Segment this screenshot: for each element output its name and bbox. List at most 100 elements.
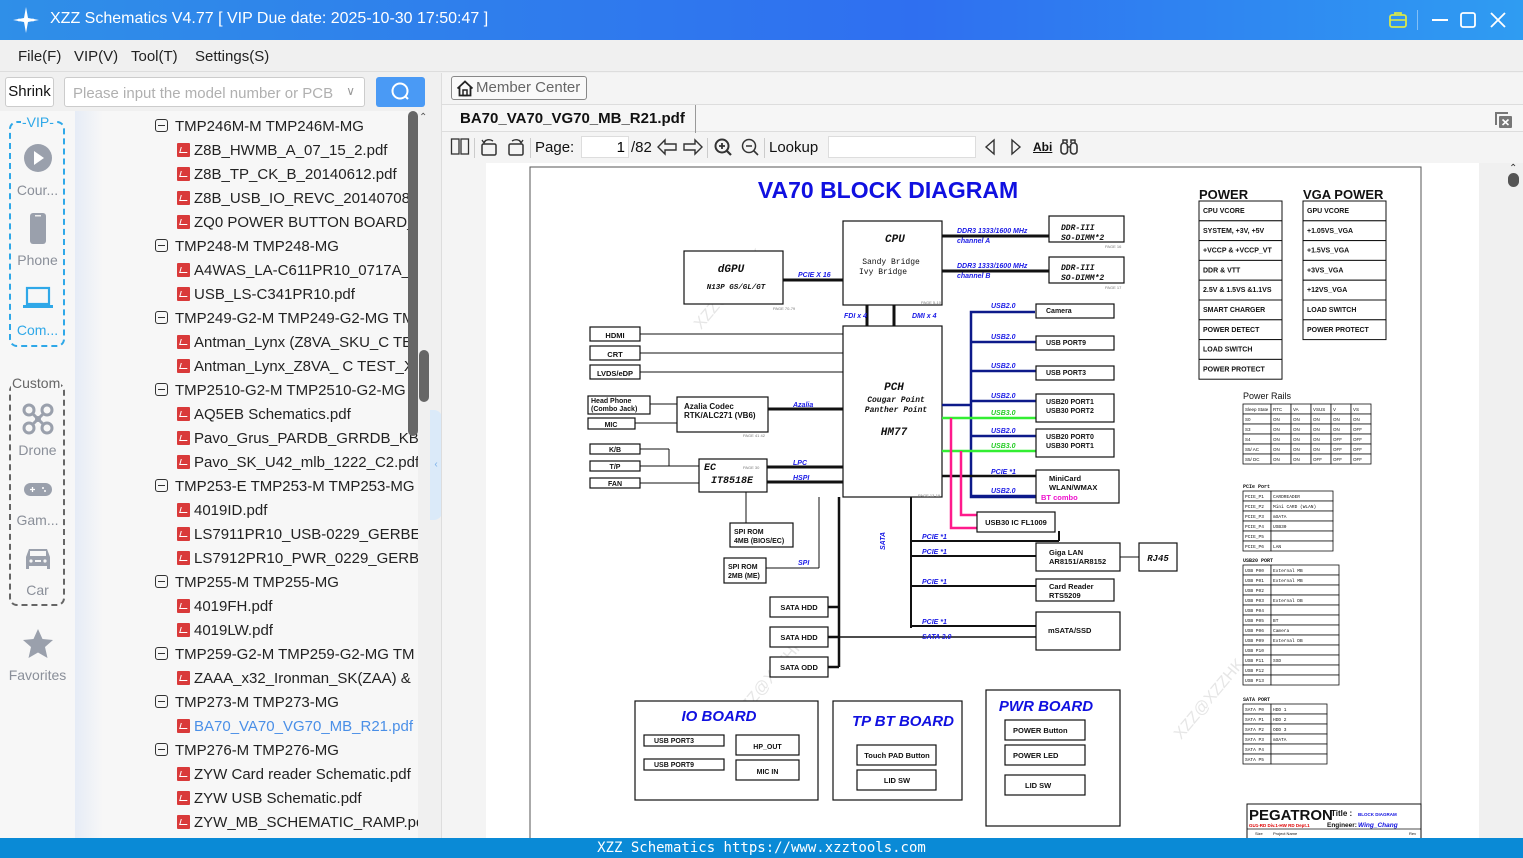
sidebar-item-drone[interactable]: Drone — [0, 403, 75, 458]
tree-file[interactable]: Pavo_SK_U42_mlb_1222_C2.pdf — [177, 451, 418, 475]
collapse-icon[interactable] — [155, 119, 168, 132]
tree-scrollbar-thumb[interactable] — [419, 350, 429, 402]
tree-group[interactable]: TMP246M-M TMP246M-MG — [155, 115, 418, 139]
tree-group[interactable]: TMP255-M TMP255-MG — [155, 571, 418, 595]
pcie-port-cell — [1270, 530, 1334, 542]
dual-page-icon[interactable] — [450, 137, 470, 157]
search-combobox[interactable]: ∨ — [64, 77, 365, 107]
chevron-down-icon[interactable]: ∨ — [346, 84, 355, 98]
binoculars-icon[interactable] — [1059, 137, 1079, 157]
collapse-panel-handle[interactable]: ‹ — [430, 410, 442, 520]
tab-document[interactable]: BA70_VA70_VG70_MB_R21.pdf — [450, 105, 696, 133]
tree-group[interactable]: TMP273-M TMP273-MG — [155, 691, 418, 715]
sidebar-item-favorites[interactable]: Favorites — [0, 628, 75, 683]
tree-group[interactable]: TMP249-G2-M TMP249-G2-MG TM — [155, 307, 418, 331]
vga-power-item-label: +1.5VS_VGA — [1307, 248, 1349, 255]
match-case-button[interactable]: Abi — [1033, 140, 1053, 154]
power-rail-text: Sleep State — [1245, 407, 1269, 412]
sidebar-item-phone[interactable]: Phone — [0, 213, 75, 268]
collapse-icon[interactable] — [155, 743, 168, 756]
tree-file[interactable]: AQ5EB Schematics.pdf — [177, 403, 418, 427]
search-button[interactable] — [376, 77, 425, 107]
collapse-icon[interactable] — [155, 239, 168, 252]
tree-group[interactable]: TMP276-M TMP276-MG — [155, 739, 418, 763]
vga-power-item-label: GPU VCORE — [1307, 208, 1349, 215]
find-next-icon[interactable] — [1008, 137, 1024, 157]
tree-file[interactable]: 4019ID.pdf — [177, 499, 418, 523]
tree-file[interactable]: 4019LW.pdf — [177, 619, 418, 643]
power-rail-text: ON — [1313, 437, 1320, 442]
find-previous-icon[interactable] — [982, 137, 998, 157]
tree-file[interactable]: ZAAA_x32_Ironman_SK(ZAA) & — [177, 667, 418, 691]
shrink-button[interactable]: Shrink — [5, 77, 54, 107]
close-all-tabs-icon[interactable] — [1494, 110, 1514, 130]
scroll-up-icon[interactable]: ⌃ — [1509, 163, 1518, 174]
tree-label: TMP255-M TMP255-MG — [175, 574, 339, 591]
collapse-icon[interactable] — [155, 695, 168, 708]
close-icon[interactable] — [1486, 8, 1510, 32]
power-rail-text: ON — [1293, 437, 1300, 442]
tree-file[interactable]: BA70_VA70_VG70_MB_R21.pdf — [177, 715, 418, 739]
minimize-icon[interactable] — [1428, 8, 1452, 32]
tree-file[interactable]: ZQ0 POWER BUTTON BOARD_B — [177, 211, 418, 235]
collapse-icon[interactable] — [155, 383, 168, 396]
pcie-port-text: CARDREADER — [1273, 494, 1300, 500]
zoom-out-icon[interactable] — [740, 137, 760, 157]
usb-device-label: USB PORT9 — [1046, 340, 1086, 347]
briefcase-icon[interactable] — [1386, 8, 1410, 32]
tree-scroll-up-icon[interactable]: ⌃ — [419, 112, 428, 123]
collapse-icon[interactable] — [155, 479, 168, 492]
collapse-icon[interactable] — [155, 575, 168, 588]
sidebar-item-games[interactable]: Gam... — [0, 473, 75, 528]
tree-file[interactable]: A4WAS_LA-C611PR10_0717A_To — [177, 259, 418, 283]
tree-file[interactable]: ZYW Card reader Schematic.pdf — [177, 763, 418, 787]
member-center-button[interactable]: Member Center — [451, 76, 588, 100]
tree-label: ZQ0 POWER BUTTON BOARD_B — [194, 214, 418, 231]
collapse-icon[interactable] — [155, 311, 168, 324]
maximize-icon[interactable] — [1456, 8, 1480, 32]
next-page-icon[interactable] — [682, 137, 704, 157]
tree-group[interactable]: TMP2510-G2-M TMP2510-G2-MG — [155, 379, 418, 403]
tree-file[interactable]: ZYW_MB_SCHEMATIC_RAMP.pdf — [177, 811, 418, 835]
tree-file[interactable]: Pavo_Grus_PARDB_GRRDB_KBL_ — [177, 427, 418, 451]
sidebar-item-car[interactable]: Car — [0, 543, 75, 598]
previous-page-icon[interactable] — [656, 137, 678, 157]
usb30ic-link — [959, 451, 977, 517]
tree-file[interactable]: LS7912PR10_PWR_0229_GERBER — [177, 547, 418, 571]
sata-port-text: SATA P4 — [1245, 747, 1264, 753]
tree-scrollbar-track[interactable] — [408, 111, 418, 436]
rotate-right-icon[interactable] — [506, 137, 526, 157]
sidebar-item-computer[interactable]: Com... — [0, 283, 75, 338]
tree-file[interactable]: ZYW USB Schematic.pdf — [177, 787, 418, 811]
power-rail-text: ON — [1293, 447, 1300, 452]
tree-label: ZYW_MB_SCHEMATIC_RAMP.pdf — [194, 814, 418, 831]
document-scrollbar-thumb[interactable] — [1508, 173, 1519, 187]
rotate-left-icon[interactable] — [479, 137, 499, 157]
zoom-in-icon[interactable] — [713, 137, 733, 157]
page-number-input[interactable] — [581, 136, 629, 158]
tree-file[interactable]: Z8B_USB_IO_REVC_20140708.pdf — [177, 187, 418, 211]
search-input[interactable] — [73, 83, 338, 103]
menu-vip[interactable]: VIP(V) — [74, 48, 119, 65]
menu-settings[interactable]: Settings(S) — [195, 48, 270, 65]
menu-tool[interactable]: Tool(T) — [131, 48, 178, 65]
menu-file[interactable]: File(F) — [18, 48, 62, 65]
tree-file[interactable]: Z8B_HWMB_A_07_15_2.pdf — [177, 139, 418, 163]
tree-file[interactable]: Z8B_TP_CK_B_20140612.pdf — [177, 163, 418, 187]
tree-group[interactable]: TMP253-E TMP253-M TMP253-MG — [155, 475, 418, 499]
power-title: POWER — [1199, 187, 1249, 202]
pdf-icon — [177, 791, 190, 805]
tree-file[interactable]: Antman_Lynx_Z8VA_ C TEST_X1 — [177, 355, 418, 379]
document-scrollbar[interactable]: ⌃ — [1504, 163, 1523, 838]
usb20-port-text: USB P02 — [1245, 588, 1264, 594]
tree-file[interactable]: USB_LS-C341PR10.pdf — [177, 283, 418, 307]
tree-group[interactable]: TMP259-G2-M TMP259-G2-MG TM — [155, 643, 418, 667]
tree-file[interactable]: LS7911PR10_USB-0229_GERBER — [177, 523, 418, 547]
tree-file[interactable]: 4019FH.pdf — [177, 595, 418, 619]
collapse-icon[interactable] — [155, 647, 168, 660]
tree-group[interactable]: TMP248-M TMP248-MG — [155, 235, 418, 259]
sidebar-item-courses[interactable]: Cour... — [0, 143, 75, 198]
tree-file[interactable]: Antman_Lynx (Z8VA_SKU_C TES — [177, 331, 418, 355]
lookup-input[interactable] — [828, 136, 976, 158]
